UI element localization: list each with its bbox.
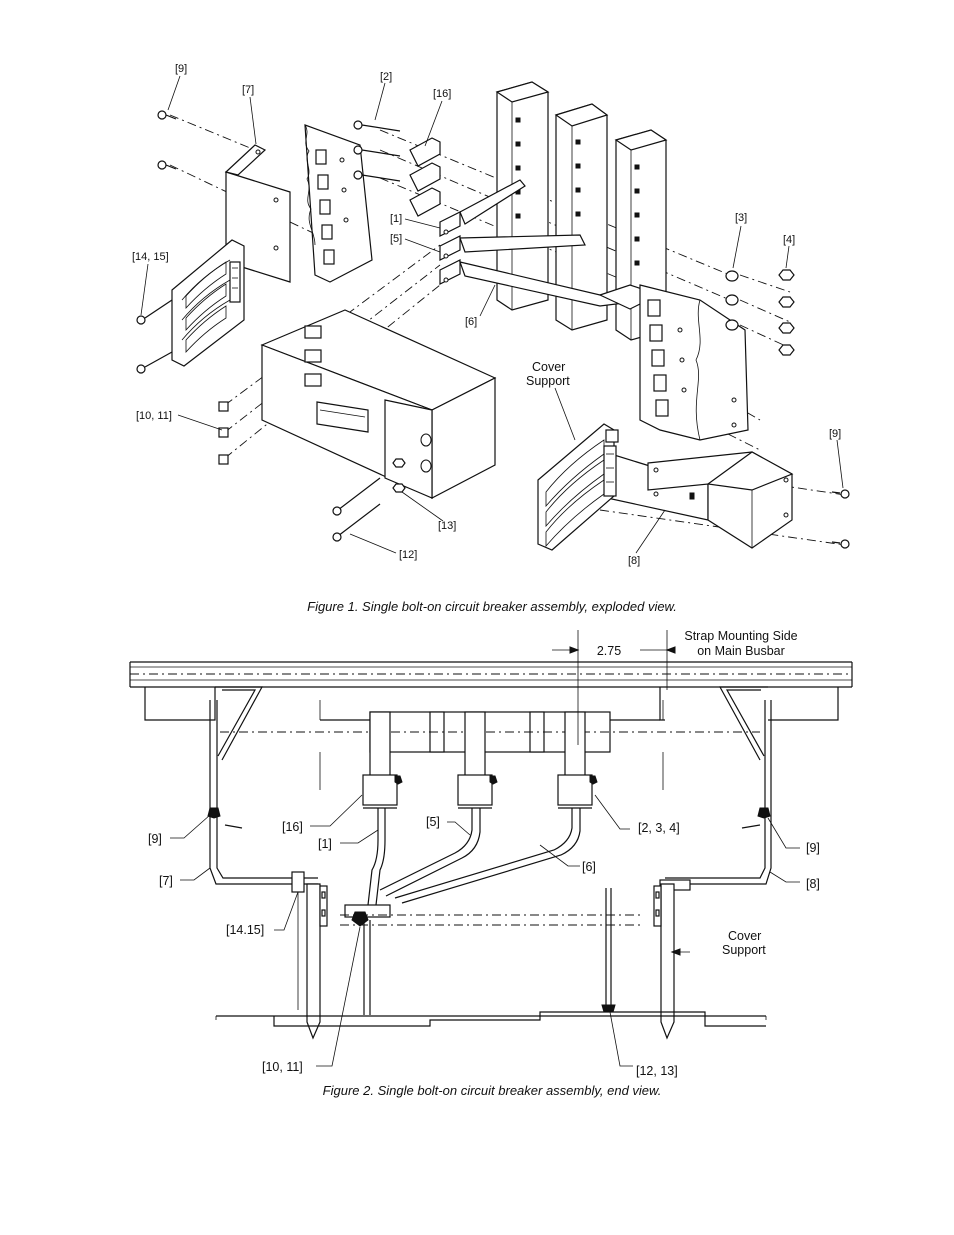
circuit-breaker-body <box>260 309 497 499</box>
nut-13 <box>392 458 406 493</box>
label-2: [2] <box>380 71 392 83</box>
figure-2-end-view: 2.75 Strap Mounting Side on Main Busbar … <box>129 629 853 1098</box>
label-1: [1] <box>318 837 332 851</box>
label-cover-support-line1: Cover <box>532 360 565 374</box>
label-7: [7] <box>159 874 173 888</box>
label-10-11: [10, 11] <box>136 410 172 422</box>
label-8: [8] <box>806 877 820 891</box>
figure-1-caption: Figure 1. Single bolt-on circuit breaker… <box>307 599 677 614</box>
strap-mounting-note-line2: on Main Busbar <box>697 644 785 658</box>
washers-3 <box>725 270 739 331</box>
cover-support-right <box>537 423 619 551</box>
bracket-8 <box>597 449 794 549</box>
cover-support-left <box>171 239 245 367</box>
label-12: [12] <box>399 549 417 561</box>
label-12-13: [12, 13] <box>636 1064 678 1078</box>
screw-14-15 <box>136 299 173 374</box>
label-16: [16] <box>433 88 451 100</box>
label-9-top: [9] <box>175 63 187 75</box>
screw-10-11 <box>218 401 229 465</box>
straps-end-view <box>344 808 581 927</box>
label-6: [6] <box>582 860 596 874</box>
label-1: [1] <box>390 213 402 225</box>
screw-12 <box>332 477 381 542</box>
figure-2-caption: Figure 2. Single bolt-on circuit breaker… <box>323 1083 662 1098</box>
straps-1-5-6 <box>439 179 650 310</box>
cover-support-posts <box>306 883 675 1040</box>
dimension-2-75: 2.75 Strap Mounting Side on Main Busbar <box>552 629 798 745</box>
label-cover-support-line1: Cover <box>728 929 761 943</box>
figure-1-exploded-view: [9] [7] [2] [16] [1] [5] [3] [4] [14, 15… <box>132 63 850 614</box>
dimension-value: 2.75 <box>597 644 621 658</box>
figure-1-leaders <box>140 75 844 554</box>
label-3: [3] <box>735 212 747 224</box>
label-cover-support-line2: Support <box>722 943 766 957</box>
end-brackets <box>207 700 772 1010</box>
screw-9-top <box>157 110 177 170</box>
figure-2-labels: [16] [1] [5] [2, 3, 4] [9] [9] [6] [7] [… <box>148 815 820 1078</box>
label-6: [6] <box>465 316 477 328</box>
nuts-4 <box>778 269 795 356</box>
label-2-3-4: [2, 3, 4] <box>638 821 680 835</box>
label-13: [13] <box>438 520 456 532</box>
screw-9-right <box>831 489 850 549</box>
label-16: [16] <box>282 820 303 834</box>
label-5: [5] <box>426 815 440 829</box>
label-7: [7] <box>242 84 254 96</box>
strap-mounting-note-line1: Strap Mounting Side <box>684 629 797 643</box>
right-support-rail <box>639 284 749 441</box>
busbar-insulator <box>220 711 760 790</box>
label-10-11: [10, 11] <box>262 1060 303 1074</box>
bolts-2 <box>353 120 401 182</box>
left-support-rail <box>304 124 373 283</box>
label-9-right: [9] <box>806 841 820 855</box>
label-4: [4] <box>783 234 795 246</box>
top-frame <box>129 661 853 721</box>
label-9-right: [9] <box>829 428 841 440</box>
label-8: [8] <box>628 555 640 567</box>
label-14-15: [14, 15] <box>132 251 169 263</box>
figure-1-labels: [9] [7] [2] [16] [1] [5] [3] [4] [14, 15… <box>132 63 841 567</box>
label-14-15: [14.15] <box>226 923 264 937</box>
clips-16 <box>409 137 441 217</box>
label-cover-support-line2: Support <box>526 374 570 388</box>
bottom-base <box>215 1011 767 1027</box>
label-5: [5] <box>390 233 402 245</box>
figure-2-leaders <box>170 794 800 1067</box>
label-9-left: [9] <box>148 832 162 846</box>
side-braces <box>215 686 768 761</box>
bolt-clusters <box>362 774 598 809</box>
